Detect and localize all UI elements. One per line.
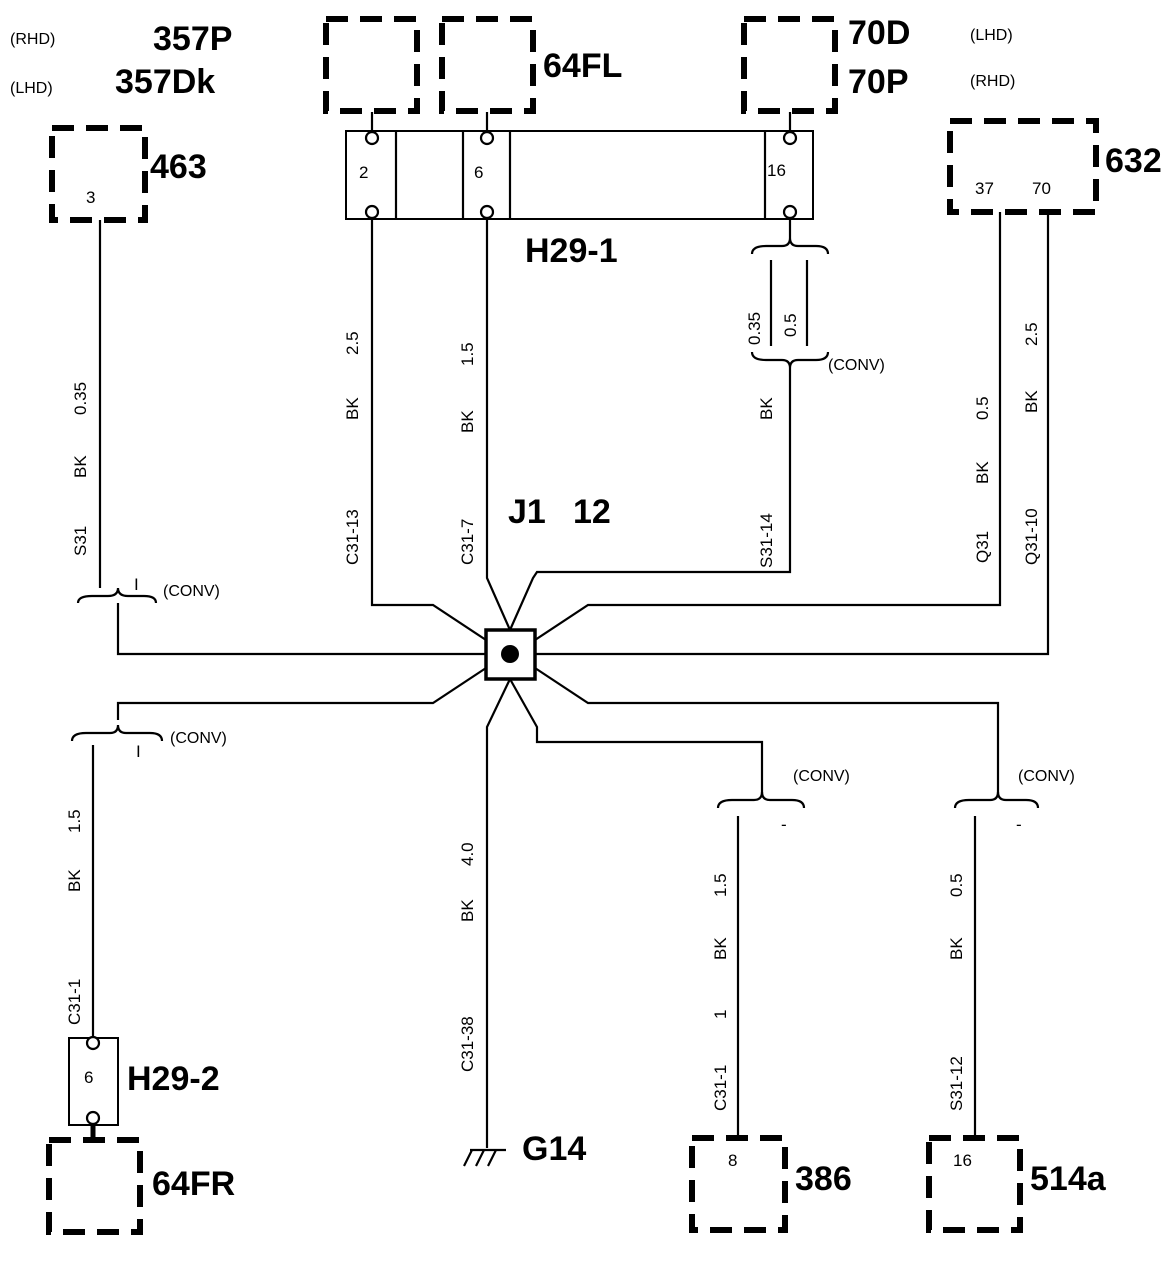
wire-h29-2-size: 1.5 — [65, 809, 84, 833]
component-386-box[interactable] — [689, 1135, 788, 1233]
h29-1-pin-6: 6 — [474, 163, 483, 182]
conv-16-label: (CONV) — [828, 357, 885, 374]
component-514a-label: 514a — [1030, 1160, 1107, 1198]
pin-632-37: 37 — [975, 179, 994, 198]
wire-386-size: 1.5 — [711, 873, 730, 897]
component-64fr-label: 64FR — [152, 1165, 235, 1203]
lhd-label-right: (LHD) — [970, 27, 1013, 44]
wire-6-size: 1.5 — [458, 342, 477, 366]
h29-1-pin-2: 2 — [359, 163, 368, 182]
wire-16-size-a: 0.35 — [745, 312, 764, 345]
wire-16-circuit: S31-14 — [757, 513, 776, 568]
wire-g14-color: BK — [458, 899, 477, 922]
wire-386-pin-ref: 1 — [711, 1010, 730, 1019]
connector-h29-2[interactable] — [68, 1035, 119, 1140]
wire-2-color: BK — [343, 397, 362, 420]
splice-j1-label: J1 — [508, 493, 546, 531]
wire-37-size: 0.5 — [973, 396, 992, 420]
wire-463-color: BK — [71, 455, 90, 478]
wire-6-color: BK — [458, 410, 477, 433]
conv-514a-label: (CONV) — [1018, 768, 1075, 785]
wire-g14[interactable] — [485, 678, 511, 1148]
wire-386[interactable] — [509, 678, 806, 1138]
ground-g14-label: G14 — [522, 1130, 586, 1168]
wire-16-size-b: 0.5 — [781, 313, 800, 337]
conv-463-mark: I — [134, 575, 139, 594]
pin-514a-16: 16 — [953, 1151, 972, 1170]
lhd-label-left: (LHD) — [10, 80, 53, 97]
component-70p-label: 70P — [848, 63, 909, 101]
wire-70-color: BK — [1022, 390, 1041, 413]
component-357p-label: 357P — [153, 20, 232, 58]
component-64fr-box[interactable] — [46, 1137, 143, 1235]
wire-386-color: BK — [711, 937, 730, 960]
wire-514a-color: BK — [947, 937, 966, 960]
component-357-box[interactable] — [323, 16, 420, 114]
component-64fl-box[interactable] — [439, 16, 536, 114]
component-357dk-label: 357Dk — [115, 63, 215, 101]
conv-514a-mark: - — [1016, 815, 1022, 834]
wire-6-circuit: C31-7 — [458, 519, 477, 565]
wire-2-circuit: C31-13 — [343, 509, 362, 565]
wire-463-size: 0.35 — [71, 382, 90, 415]
conv-463-label: (CONV) — [163, 583, 220, 600]
splice-j1[interactable] — [484, 628, 537, 681]
rhd-label-right: (RHD) — [970, 73, 1015, 90]
conv-h29-2-label: (CONV) — [170, 730, 227, 747]
conv-h29-2-mark: I — [136, 742, 141, 761]
wire-h29-1-pin-2[interactable] — [370, 218, 487, 641]
wire-70-circuit: Q31-10 — [1022, 508, 1041, 565]
wire-514a-circuit: S31-12 — [947, 1056, 966, 1111]
wire-g14-size: 4.0 — [458, 842, 477, 866]
conv-386-mark: - — [781, 815, 787, 834]
wire-463[interactable] — [76, 220, 486, 656]
wire-632-pin-70[interactable] — [535, 212, 1050, 656]
rhd-label-left: (RHD) — [10, 31, 55, 48]
h29-2-pin-6: 6 — [84, 1068, 93, 1087]
wire-g14-circuit: C31-38 — [458, 1016, 477, 1072]
wire-463-circuit: S31 — [71, 526, 90, 556]
wire-37-circuit: Q31 — [973, 531, 992, 563]
component-64fl-label: 64FL — [543, 47, 622, 85]
wire-h29-2[interactable] — [70, 667, 487, 1040]
component-632-label: 632 — [1105, 142, 1162, 180]
pin-386-8: 8 — [728, 1151, 737, 1170]
ground-symbol — [463, 1148, 506, 1167]
component-463-label: 463 — [150, 148, 207, 186]
wire-632-pin-37[interactable] — [534, 212, 1002, 641]
connector-h29-1[interactable] — [345, 112, 814, 220]
component-463-box[interactable] — [49, 125, 148, 223]
pin-463-3: 3 — [86, 188, 95, 207]
component-70d-label: 70D — [848, 14, 910, 52]
wire-514a-size: 0.5 — [947, 873, 966, 897]
pin-632-70: 70 — [1032, 179, 1051, 198]
wire-514a[interactable] — [534, 667, 1040, 1138]
wire-386-circuit: C31-1 — [711, 1065, 730, 1111]
wire-37-color: BK — [973, 461, 992, 484]
wire-16-color: BK — [757, 397, 776, 420]
wire-h29-1-pin-6[interactable] — [485, 218, 512, 631]
component-632-box[interactable] — [947, 118, 1099, 215]
splice-j1-pin: 12 — [573, 493, 611, 531]
wire-70-size: 2.5 — [1022, 322, 1041, 346]
wire-h29-2-circuit: C31-1 — [65, 979, 84, 1025]
component-386-label: 386 — [795, 1160, 852, 1198]
connector-h29-1-label: H29-1 — [525, 232, 618, 270]
connector-h29-2-label: H29-2 — [127, 1060, 220, 1098]
component-514a-box[interactable] — [926, 1135, 1023, 1233]
wire-h29-2-color: BK — [65, 869, 84, 892]
h29-1-pin-16: 16 — [767, 161, 786, 180]
conv-386-label: (CONV) — [793, 768, 850, 785]
wire-2-size: 2.5 — [343, 331, 362, 355]
wire-h29-1-pin-16[interactable] — [508, 218, 830, 631]
component-70-box[interactable] — [741, 16, 838, 114]
